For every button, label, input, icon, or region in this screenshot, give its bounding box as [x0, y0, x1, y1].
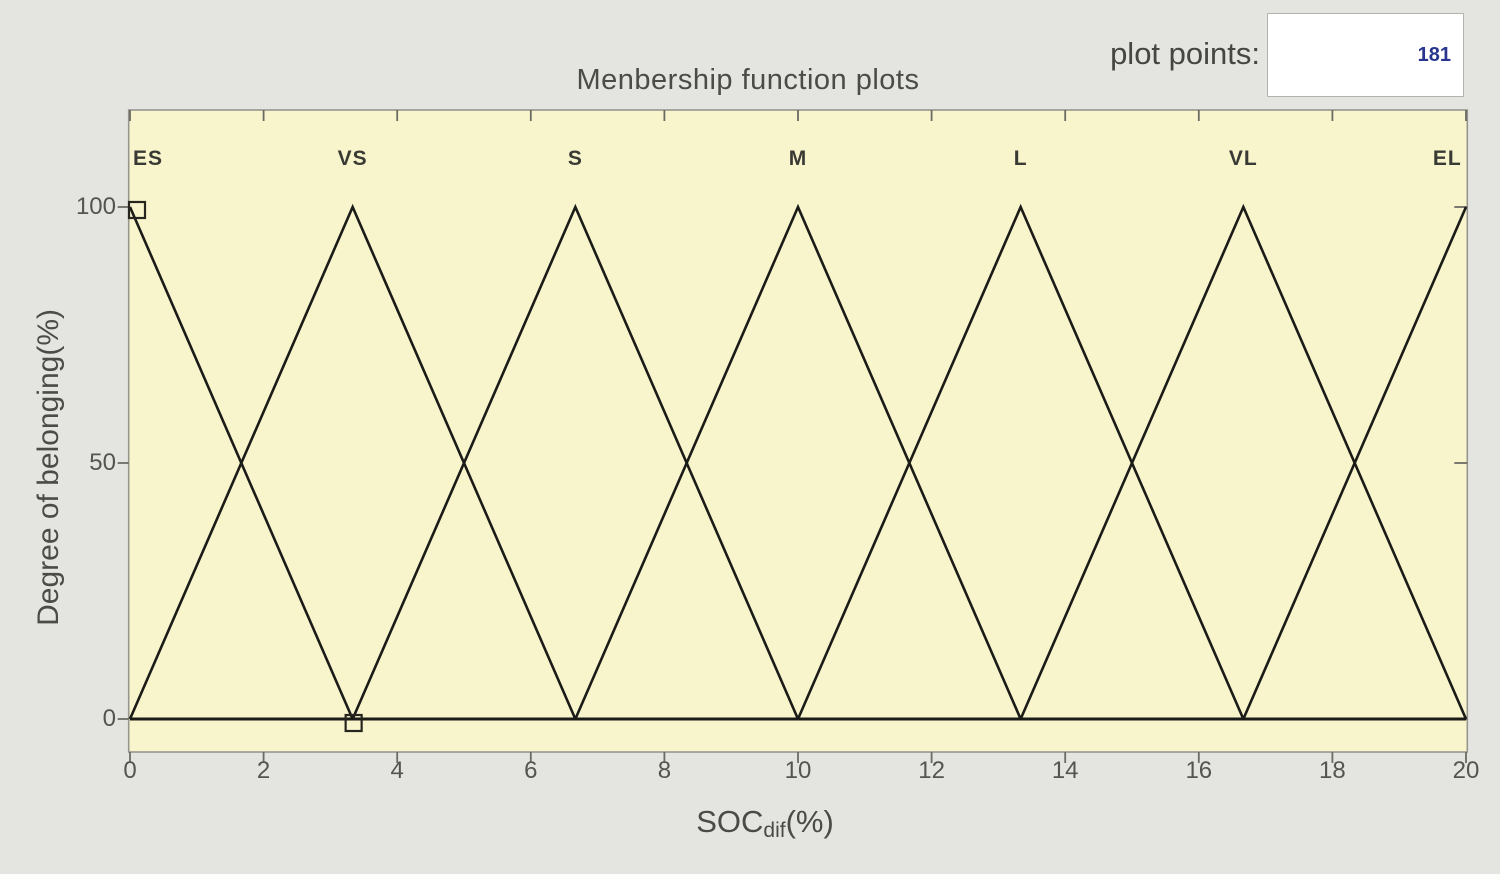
x-axis-label-unit: (%) [785, 804, 834, 839]
plot-points-label: plot points: [1110, 36, 1260, 71]
mf-curve-S[interactable] [351, 203, 800, 720]
axes-box [127, 109, 1469, 753]
x-axis-label: SOCdif(%) [600, 804, 930, 842]
y-axis-label: Degree of belonging(%) [32, 308, 65, 626]
mf-curve-VS[interactable] [128, 203, 577, 720]
mf-selection-handle[interactable] [344, 713, 363, 733]
mf-curve-EL[interactable] [1242, 206, 1468, 720]
plot-points-input[interactable] [1267, 13, 1464, 97]
plot-title: Menbership function plots [576, 64, 920, 96]
mf-curve-L[interactable] [796, 203, 1245, 720]
mf-curve-VL[interactable] [1019, 203, 1468, 720]
x-axis-label-subscript: dif [763, 819, 786, 842]
bottom-edge [0, 874, 1500, 881]
mf-curve-M[interactable] [574, 203, 1022, 720]
x-axis-label-main: SOC [696, 804, 764, 839]
mf-selection-handle[interactable] [127, 200, 147, 220]
